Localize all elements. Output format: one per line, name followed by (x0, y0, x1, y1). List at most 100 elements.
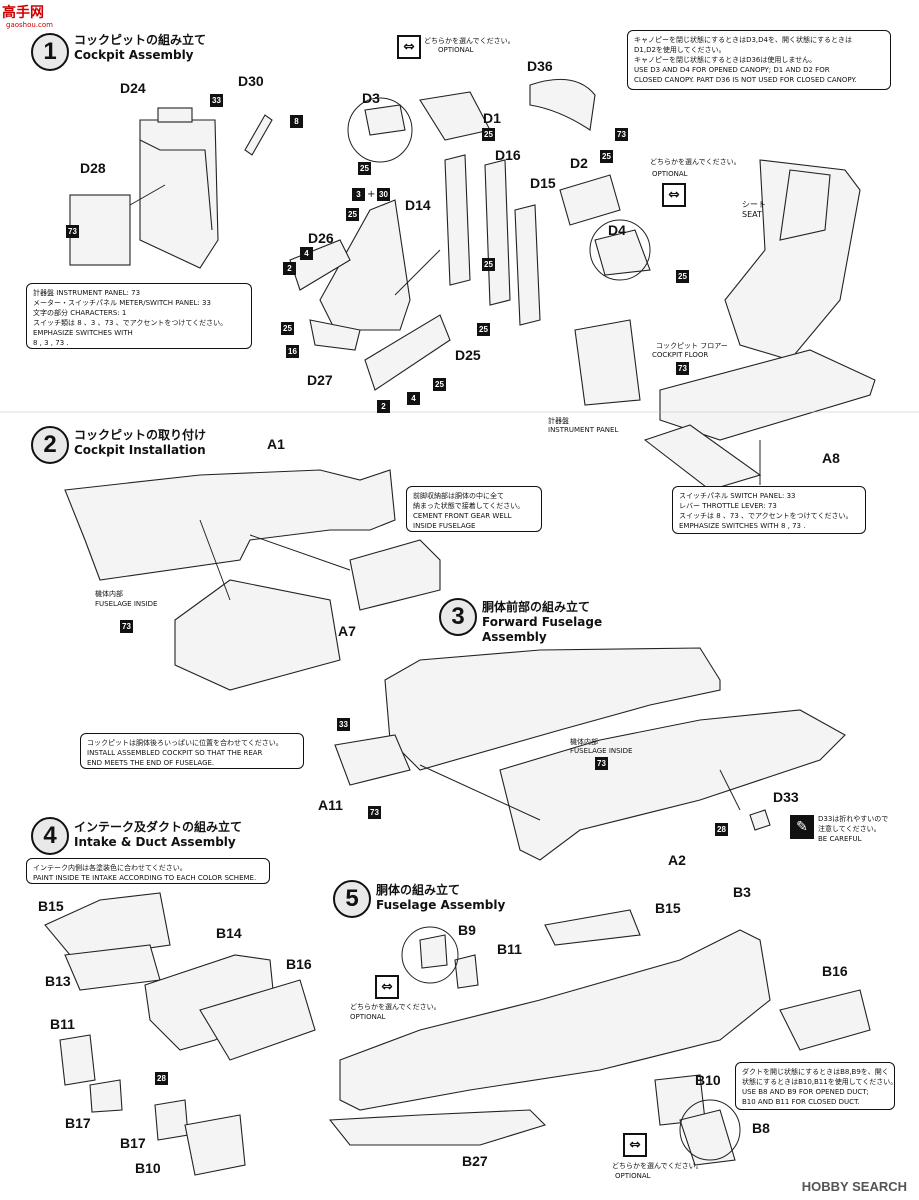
optional-text-ja: どちらかを選んでください。 (350, 1003, 441, 1011)
part-label-B14: B14 (216, 925, 242, 941)
note-line: コックピットは胴体後ろいっぱいに位置を合わせてください。 (87, 739, 283, 747)
note-line: 納まった状態で接着してください。 (413, 502, 525, 510)
color-code-73: 73 (615, 128, 628, 141)
note-line: レバー THROTTLE LEVER: 73 (679, 502, 777, 510)
color-code-16: 16 (286, 345, 299, 358)
color-code-73: 73 (676, 362, 689, 375)
color-code-25: 25 (346, 208, 359, 221)
optional-arrow-icon: ⇔ (662, 183, 686, 207)
part-label-B17: B17 (120, 1135, 146, 1151)
step-4-number: 4 (31, 817, 69, 855)
cockpit-floor-label-en: COCKPIT FLOOR (652, 351, 709, 359)
note-line: INSIDE FUSELAGE (413, 522, 476, 530)
color-code-30: 30 (377, 188, 390, 201)
step-2-title: コックピットの取り付け Cockpit Installation (74, 428, 206, 458)
part-label-D16: D16 (495, 147, 521, 163)
part-label-B16: B16 (286, 956, 312, 972)
fuselage-inside-label-en: FUSELAGE INSIDE (570, 747, 633, 755)
color-code-25: 25 (477, 323, 490, 336)
color-code-25: 25 (433, 378, 446, 391)
note-line: 8 , 3 , 73 . (33, 339, 69, 347)
step-2-number: 2 (31, 426, 69, 464)
note-line: END MEETS THE END OF FUSELAGE. (87, 759, 215, 767)
note-line: B10 AND B11 FOR CLOSED DUCT. (742, 1098, 860, 1106)
step-4-title-ja: インテーク及ダクトの組み立て (74, 820, 243, 834)
optional-text-en: OPTIONAL (615, 1172, 651, 1180)
color-code-33: 33 (337, 718, 350, 731)
part-label-A11: A11 (318, 797, 343, 813)
optional-arrow-icon: ⇔ (375, 975, 399, 999)
color-code-25: 25 (281, 322, 294, 335)
color-code-25: 25 (600, 150, 613, 163)
fuselage-inside-label-ja: 機体内部 (570, 738, 598, 746)
part-label-D15: D15 (530, 175, 556, 191)
step-1-title-ja: コックピットの組み立て (74, 33, 207, 47)
note-line: 前脚収納部は胴体の中に全て (413, 492, 504, 500)
optional-text-en: OPTIONAL (350, 1013, 386, 1021)
part-label-B9: B9 (458, 922, 476, 938)
note-front-gear: 前脚収納部は胴体の中に全て 納まった状態で接着してください。 CEMENT FR… (406, 486, 542, 532)
note-line: インテーク内側は各塗装色に合わせてください。 (33, 864, 187, 872)
note-line: CLOSED CANOPY. PART D36 IS NOT USED FOR … (634, 76, 857, 84)
color-code-73: 73 (120, 620, 133, 633)
part-label-D33: D33 (773, 789, 799, 805)
note-line: 文字の部分 CHARACTERS: 1 (33, 309, 127, 317)
note-install-cockpit: コックピットは胴体後ろいっぱいに位置を合わせてください。 INSTALL ASS… (80, 733, 304, 769)
part-label-D30: D30 (238, 73, 264, 89)
part-label-D2: D2 (570, 155, 588, 171)
step-5-title-ja: 胴体の組み立て (376, 883, 461, 897)
color-code-73: 73 (66, 225, 79, 238)
note-switch-panel: スイッチパネル SWITCH PANEL: 33 レバー THROTTLE LE… (672, 486, 866, 534)
optional-arrow-icon: ⇔ (397, 35, 421, 59)
optional-text-en: OPTIONAL (438, 46, 474, 54)
step-5-title: 胴体の組み立て Fuselage Assembly (376, 883, 505, 913)
hobby-search-logo: HOBBY SEARCH (801, 1179, 907, 1194)
part-label-A1: A1 (267, 436, 285, 452)
careful-text-ja: D33は折れやすいので (818, 815, 889, 823)
part-label-D24: D24 (120, 80, 146, 96)
color-code-2: 2 (283, 262, 296, 275)
part-label-D3: D3 (362, 90, 380, 106)
note-line: EMPHASIZE SWITCHES WITH (33, 329, 133, 337)
watermark-logo: 高手网 (2, 2, 44, 22)
note-line: USE B8 AND B9 FOR OPENED DUCT; (742, 1088, 869, 1096)
part-label-B8: B8 (752, 1120, 770, 1136)
step-4-title-en: Intake & Duct Assembly (74, 835, 236, 849)
color-code-28: 28 (155, 1072, 168, 1085)
note-line: ダクトを開じ状態にするときはB8,B9を、開く (742, 1068, 889, 1076)
color-code-8: 8 (290, 115, 303, 128)
step-1-title-en: Cockpit Assembly (74, 48, 194, 62)
optional-text-en: OPTIONAL (652, 170, 688, 178)
part-label-B10: B10 (135, 1160, 161, 1176)
watermark-text: 高手网 (2, 4, 44, 20)
part-label-B15: B15 (655, 900, 681, 916)
note-line: PAINT INSIDE TE INTAKE ACCORDING TO EACH… (33, 874, 257, 882)
part-label-D14: D14 (405, 197, 431, 213)
note-duct: ダクトを開じ状態にするときはB8,B9を、開く 状態にするときはB10,B11を… (735, 1062, 897, 1110)
note-line: スイッチ類は 8 、3 、73 、でアクセントをつけてください。 (33, 319, 228, 327)
note-line: キャノピーを閉じ状態にするときはD3,D4を、開く状態にするときは (634, 36, 853, 44)
color-code-25: 25 (358, 162, 371, 175)
part-label-D26: D26 (308, 230, 334, 246)
careful-text-ja-2: 注意してください。 (818, 825, 881, 833)
color-code-3: 3 (352, 188, 365, 201)
part-label-A8: A8 (822, 450, 840, 466)
instrument-panel-label-ja: 計器盤 (548, 417, 569, 425)
part-label-D28: D28 (80, 160, 106, 176)
careful-text-en: BE CAREFUL (818, 835, 862, 843)
note-line: USE D3 AND D4 FOR OPENED CANOPY; D1 AND … (634, 66, 830, 74)
part-label-B16: B16 (822, 963, 848, 979)
part-label-D36: D36 (527, 58, 553, 74)
optional-text-ja: どちらかを選んでください。 (612, 1162, 703, 1170)
step-4-title: インテーク及ダクトの組み立て Intake & Duct Assembly (74, 820, 242, 850)
color-code-73: 73 (595, 757, 608, 770)
part-label-B11: B11 (50, 1016, 75, 1032)
note-line: キャノピーを閉じ状態にするときはD36は使用しません。 (634, 56, 817, 64)
note-paint-intake: インテーク内側は各塗装色に合わせてください。 PAINT INSIDE TE I… (26, 858, 270, 884)
part-label-B17: B17 (65, 1115, 91, 1131)
note-line: スイッチパネル SWITCH PANEL: 33 (679, 492, 796, 500)
step-2-title-ja: コックピットの取り付け (74, 428, 207, 442)
part-label-B10: B10 (695, 1072, 721, 1088)
step-3-title-ja: 胴体前部の組み立て (482, 600, 591, 614)
